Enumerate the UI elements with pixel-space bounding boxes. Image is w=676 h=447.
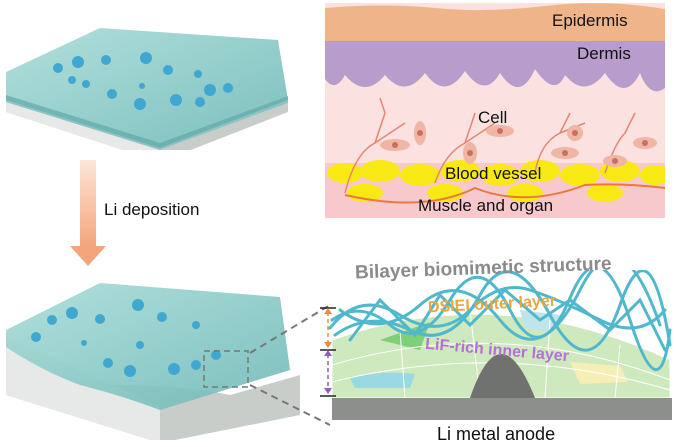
blood-vessel-label: Blood vessel xyxy=(445,164,542,183)
li-nodules xyxy=(31,299,221,377)
lithium-dendrite xyxy=(470,354,535,398)
zoom-connector-lines xyxy=(249,304,331,426)
outer-thickness-marker xyxy=(320,307,336,348)
inner-thickness-marker xyxy=(320,349,336,397)
skin-cross-section xyxy=(325,3,665,218)
muscle-organ-label: Muscle and organ xyxy=(418,196,554,215)
cells xyxy=(380,121,657,167)
blood-vessels xyxy=(344,97,665,204)
li-metal-anode xyxy=(332,398,672,420)
li-nodules xyxy=(53,52,233,110)
zoom-region-box xyxy=(203,350,249,388)
epidermis-layer xyxy=(325,3,665,44)
anode-after-deposition xyxy=(6,283,300,440)
dermis-label: Dermis xyxy=(577,44,631,63)
deposition-arrow-icon xyxy=(70,160,106,266)
bilayer-structure xyxy=(320,270,672,420)
gel-layer xyxy=(6,28,288,150)
cell-label: Cell xyxy=(478,108,508,127)
epidermis-label: Epidermis xyxy=(552,11,628,30)
anode-label: Li metal anode xyxy=(437,424,556,444)
dsiei-outer-fibers xyxy=(328,270,672,371)
li-deposition-label: Li deposition xyxy=(104,200,200,219)
dermis-layer xyxy=(325,41,665,92)
anode-before-deposition xyxy=(6,28,288,150)
